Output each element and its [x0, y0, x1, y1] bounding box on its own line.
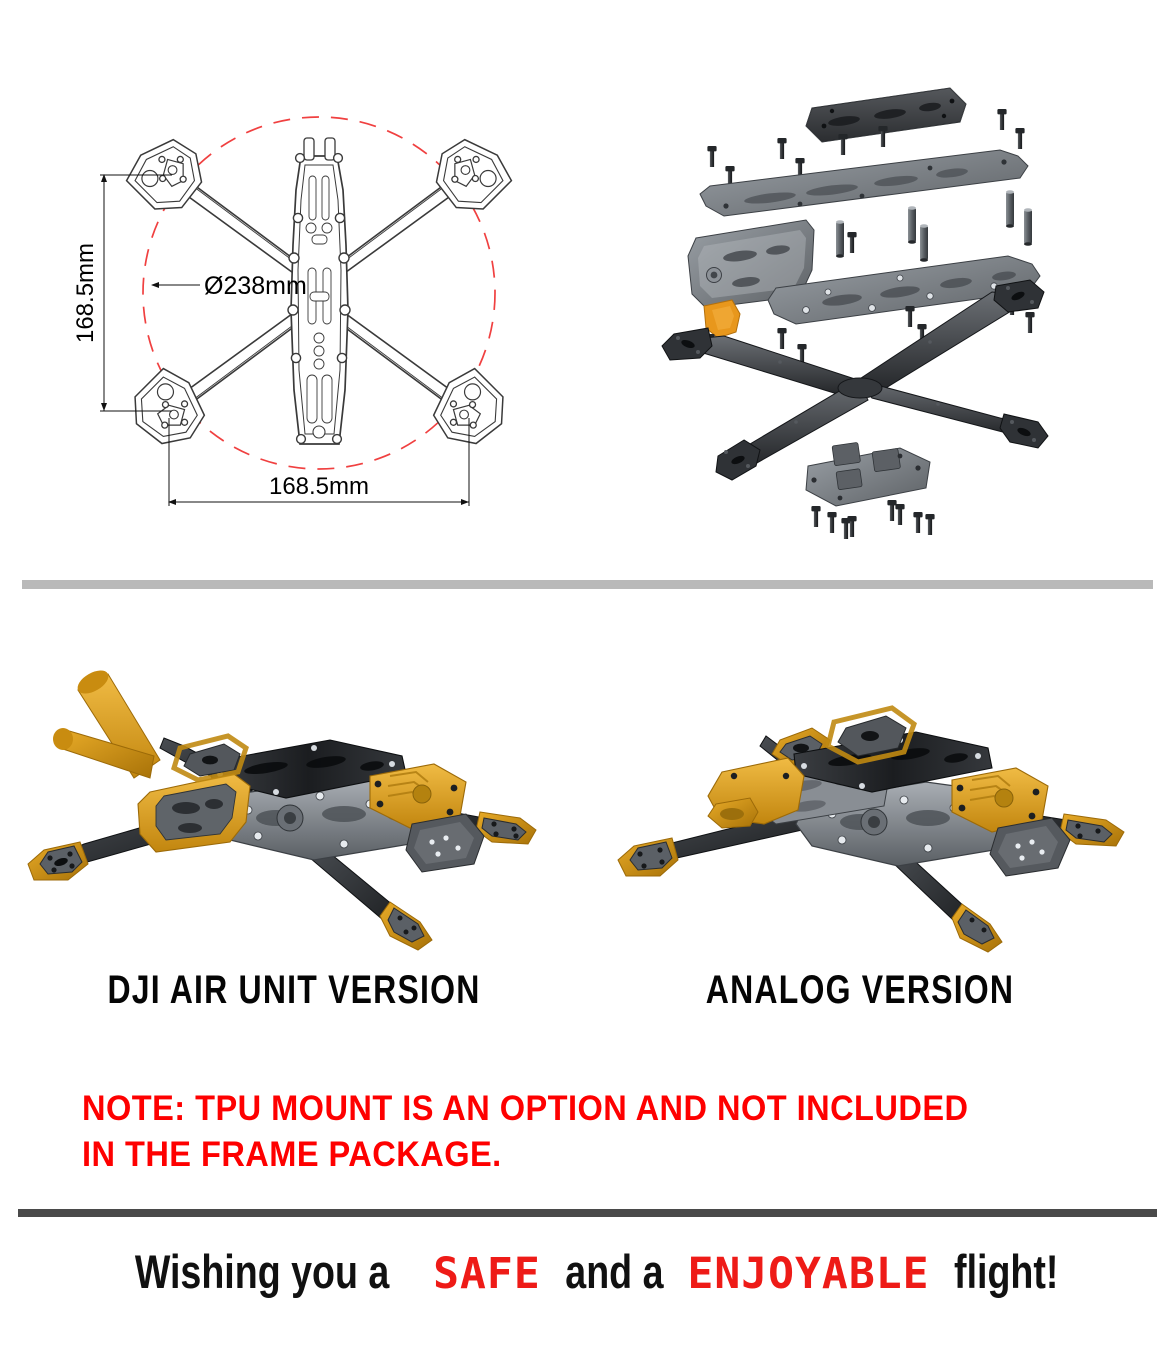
- prop-diameter-dimension: Ø238mm: [151, 272, 307, 300]
- version-card-dji: DJI AIR UNIT VERSION: [14, 596, 574, 1036]
- tagline-highlight-enjoyable: ENJOYABLE: [687, 1248, 930, 1299]
- tpu-note-block: NOTE: TPU MOUNT IS AN OPTION AND NOT INC…: [82, 1086, 1142, 1178]
- tagline-highlight-safe: SAFE: [433, 1248, 541, 1299]
- analog-frame-render: [580, 596, 1140, 956]
- tagline-part-2: and a: [564, 1244, 664, 1298]
- prop-sweep-circle: [142, 116, 496, 470]
- version-caption-dji: DJI AIR UNIT VERSION: [107, 968, 481, 1012]
- width-dimension: 168.5mm: [168, 418, 470, 506]
- footer-tagline: Wishing you a SAFE and a ENJOYABLE fligh…: [0, 1236, 1175, 1306]
- exploded-top-plate: [805, 87, 967, 143]
- note-line-1: NOTE: TPU MOUNT IS AN OPTION AND NOT INC…: [82, 1089, 969, 1128]
- section-divider-bottom: [18, 1209, 1157, 1217]
- tagline-part-1: Wishing you a: [134, 1244, 390, 1298]
- exploded-screw-group-bottom: [811, 500, 935, 539]
- exploded-mid-frame-plate: [767, 255, 1041, 325]
- exploded-main-arm-plate: [661, 279, 1049, 481]
- width-dimension-label: 168.5mm: [269, 473, 369, 500]
- exploded-bottom-plate: [805, 442, 931, 507]
- versions-section: DJI AIR UNIT VERSION: [0, 596, 1175, 1036]
- note-line-2: IN THE FRAME PACKAGE.: [82, 1135, 502, 1174]
- exploded-camera-cage: [687, 219, 815, 339]
- center-body-plate: [287, 137, 351, 445]
- dji-air-unit-frame-render: [14, 596, 574, 956]
- section-divider-top: [22, 580, 1153, 589]
- prop-diameter-label: Ø238mm: [204, 272, 307, 300]
- version-caption-analog: ANALOG VERSION: [705, 968, 1015, 1012]
- frame-top-view-drawing: 168.5mm 168.5mm Ø238mm: [60, 70, 580, 530]
- tagline-part-3: flight!: [954, 1244, 1059, 1298]
- frame-exploded-assembly-drawing: [600, 70, 1160, 540]
- version-card-analog: ANALOG VERSION: [580, 596, 1140, 1036]
- height-dimension-label: 168.5mm: [72, 243, 99, 343]
- exploded-upper-frame-plate: [699, 149, 1029, 217]
- height-dimension: 168.5mm: [72, 174, 172, 412]
- specifications-section: 168.5mm 168.5mm Ø238mm: [0, 0, 1175, 560]
